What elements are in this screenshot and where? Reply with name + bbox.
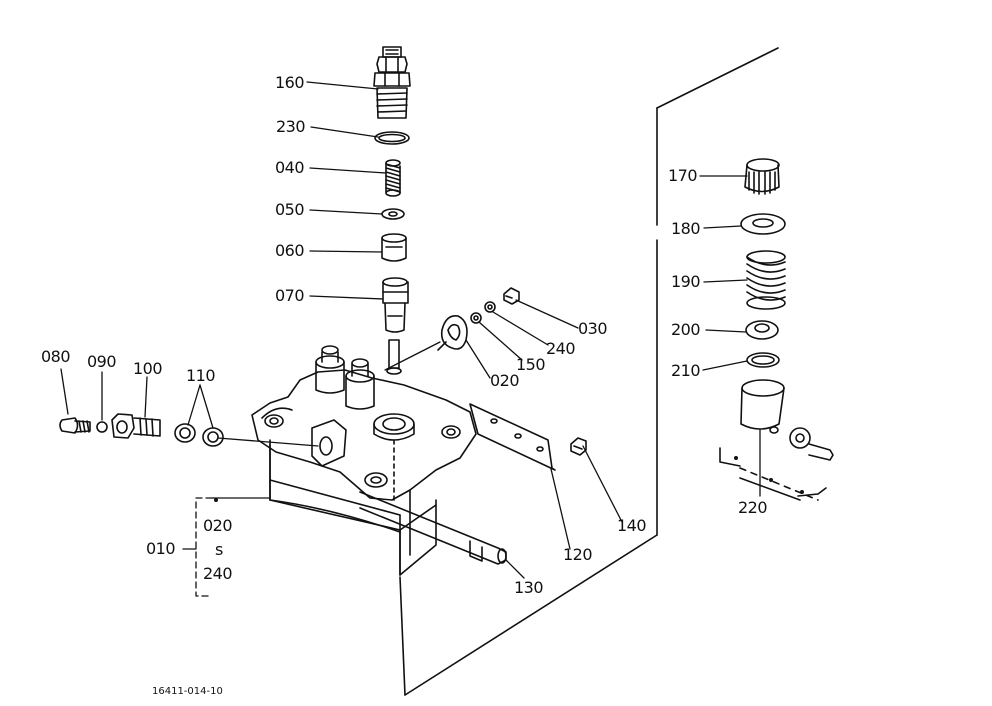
callout-230: 230 [276, 117, 306, 136]
callout-dots [214, 456, 804, 502]
callout-200: 200 [671, 320, 701, 339]
callout-030: 030 [578, 319, 608, 338]
callout-210: 210 [671, 361, 701, 380]
o-ring-inner [379, 135, 405, 142]
injection-pump-body [252, 346, 476, 575]
range-bracket [183, 498, 270, 596]
callout-190: 190 [671, 272, 701, 291]
callout-120: 120 [563, 545, 593, 564]
o-ring [375, 132, 409, 144]
callout-220: 220 [738, 498, 768, 517]
plunger [387, 340, 401, 374]
callout-140: 140 [617, 516, 647, 535]
callout-range-start: 020 [203, 516, 233, 535]
gasket-washer [382, 209, 404, 219]
callout-160: 160 [275, 73, 305, 92]
callout-150: 150 [516, 355, 546, 374]
screw-030 [504, 288, 519, 304]
eye-fitting [112, 414, 160, 438]
callout-range-sep: s [215, 540, 223, 559]
gaskets [175, 424, 223, 446]
figure-number: 16411-014-10 [152, 686, 223, 697]
washer-240 [485, 302, 495, 312]
gasket-washer-hole [389, 212, 397, 216]
frame-lines [400, 48, 778, 695]
delivery-valve-holder [374, 47, 410, 118]
snap-ring [747, 353, 779, 367]
callout-090: 090 [87, 352, 117, 371]
callout-070: 070 [275, 286, 305, 305]
callout-020: 020 [490, 371, 520, 390]
control-rod [360, 492, 506, 564]
small-washer [97, 422, 107, 432]
air-bleed-screw [60, 418, 90, 433]
cover-plate [470, 404, 555, 470]
delivery-valve-seat [383, 278, 408, 332]
callout-range-end: 240 [203, 564, 233, 583]
delivery-valve [382, 234, 406, 261]
callout-170: 170 [668, 166, 698, 185]
callout-050: 050 [275, 200, 305, 219]
callout-100: 100 [133, 359, 163, 378]
washer-150 [471, 313, 481, 323]
delivery-valve-spring [386, 160, 400, 196]
callout-060: 060 [275, 241, 305, 260]
callout-040: 040 [275, 158, 305, 177]
leader-lines [61, 82, 760, 578]
spring-seat-lower [746, 321, 778, 339]
spring-seat-upper [741, 214, 785, 234]
screw-140 [571, 438, 586, 455]
callout-110: 110 [186, 366, 216, 385]
tappet-assembly [720, 380, 833, 500]
callout-180: 180 [671, 219, 701, 238]
plunger-spring [747, 251, 785, 309]
control-lever-020 [438, 316, 467, 350]
callout-010: 010 [146, 539, 176, 558]
callout-130: 130 [514, 578, 544, 597]
callout-240: 240 [546, 339, 576, 358]
callout-080: 080 [41, 347, 71, 366]
tappet-adjuster [745, 159, 779, 194]
